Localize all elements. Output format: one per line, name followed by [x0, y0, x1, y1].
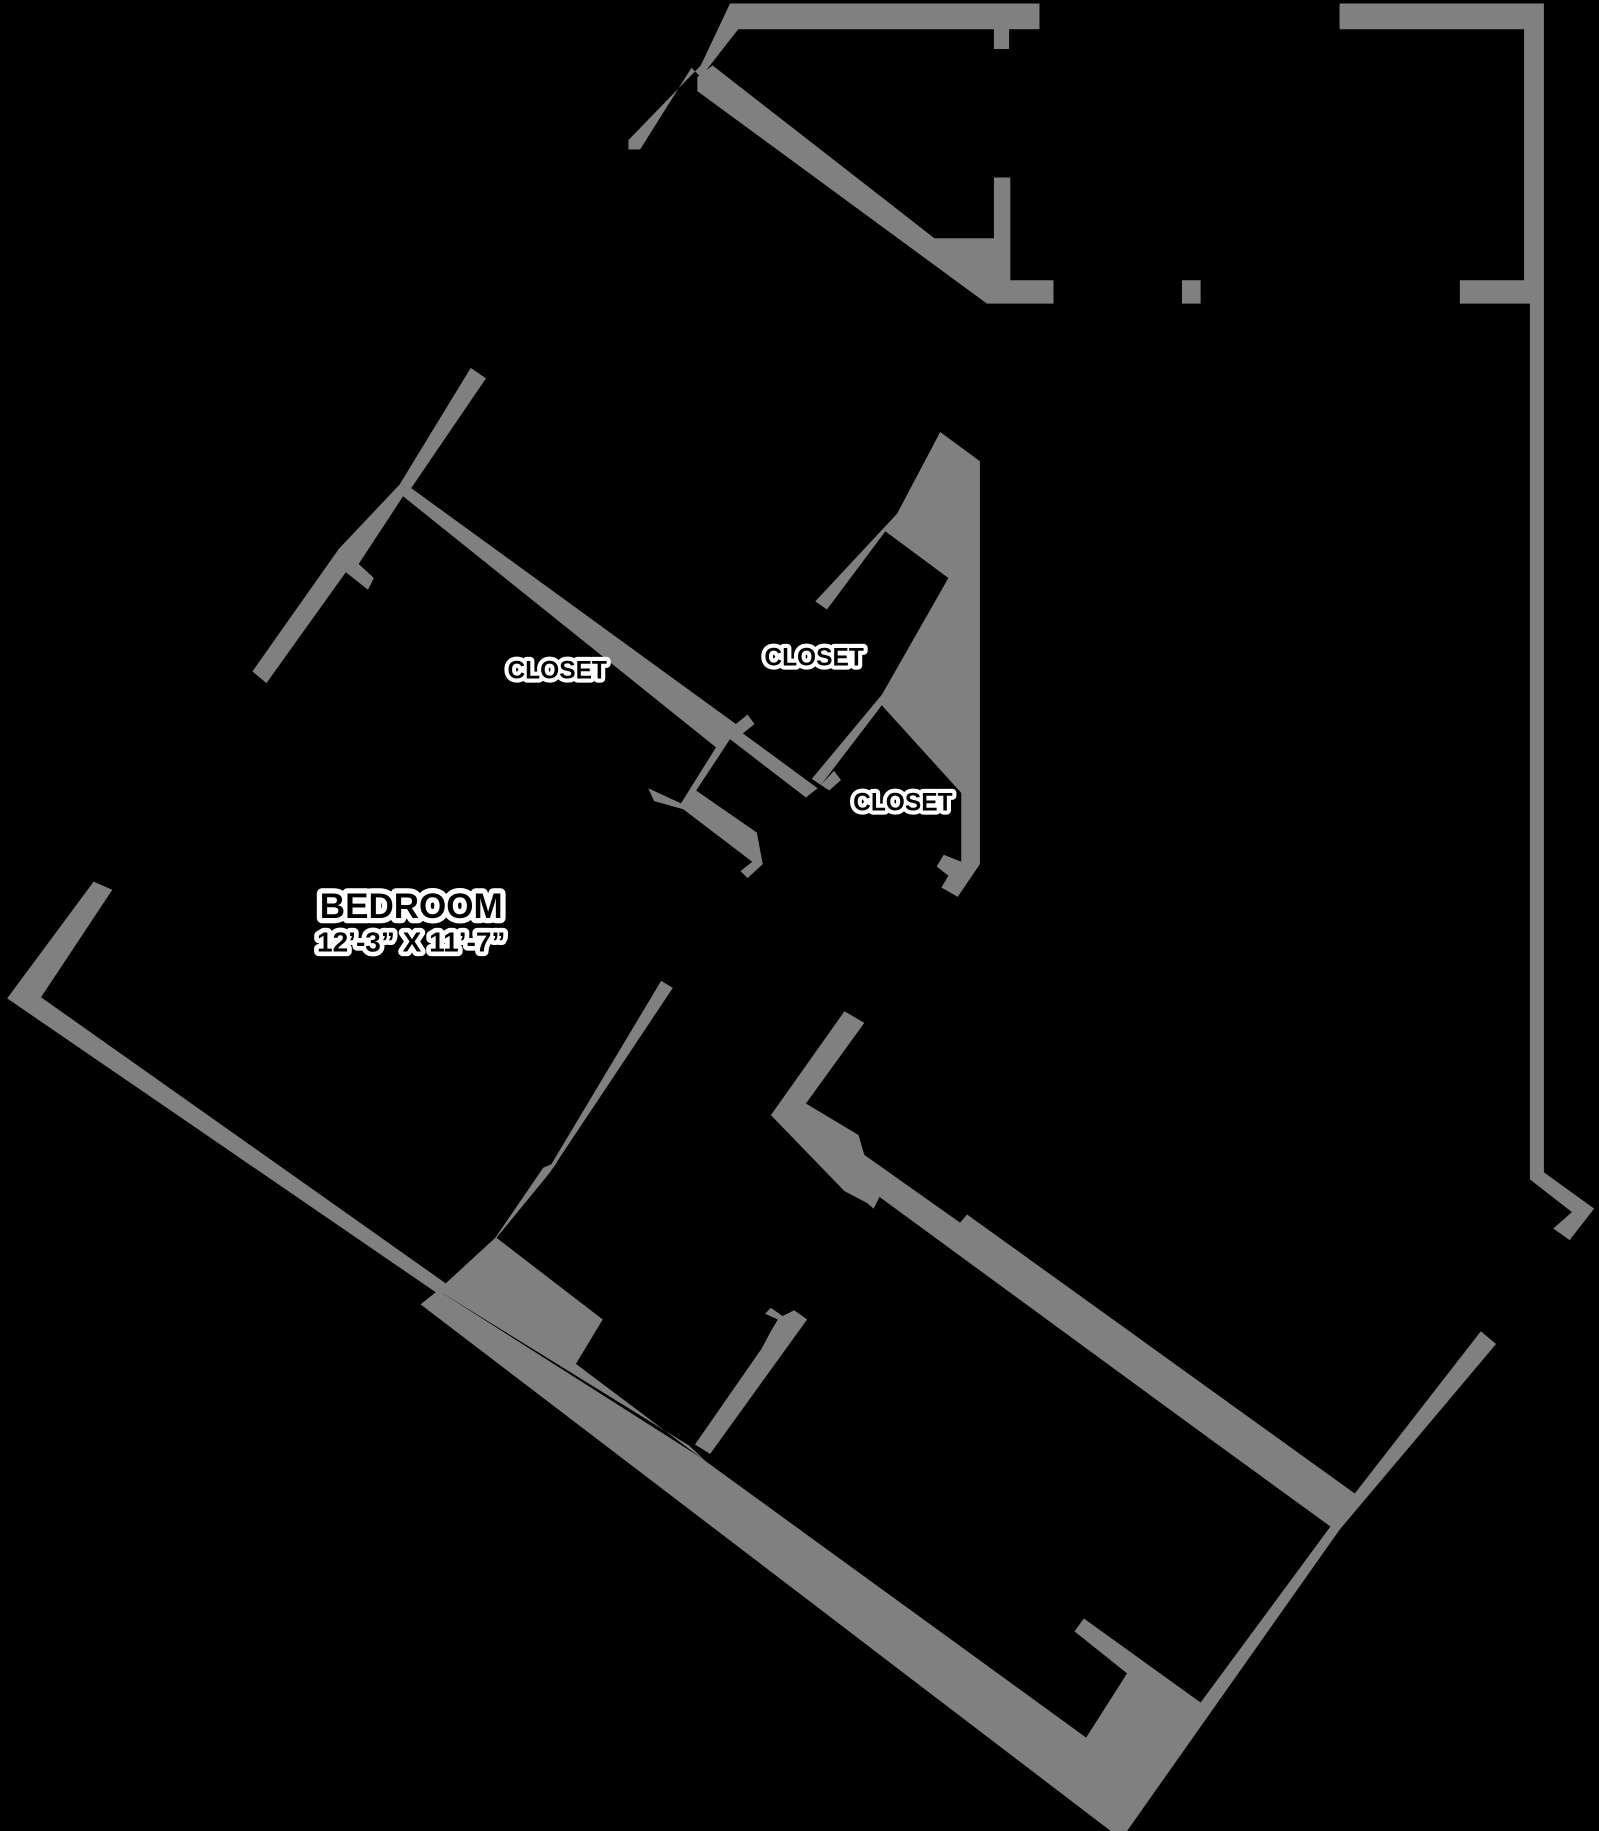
wall-top-right	[1339, 3, 1595, 1241]
wall-right-lower	[770, 1011, 1355, 1530]
wall-closet-right	[811, 432, 980, 897]
room-label-bedroom: BEDROOM	[320, 887, 503, 926]
wall-closet-left	[252, 367, 818, 879]
room-dimensions-bedroom: 12’-3” X 11’-7”	[317, 927, 505, 958]
room-label-closet-1: CLOSET	[507, 657, 606, 684]
wall-bedroom-divider	[438, 980, 707, 1462]
walls	[7, 3, 1595, 1831]
labels: BEDROOM 12’-3” X 11’-7” CLOSET CLOSET CL…	[312, 641, 956, 963]
wall-diagonal-top	[697, 65, 1054, 304]
room-label-closet-3: CLOSET	[853, 789, 952, 816]
wall-stub	[1181, 280, 1201, 304]
wall-top-left	[628, 3, 1040, 150]
wall-interior-short	[694, 1307, 808, 1454]
room-label-closet-2: CLOSET	[764, 645, 863, 672]
